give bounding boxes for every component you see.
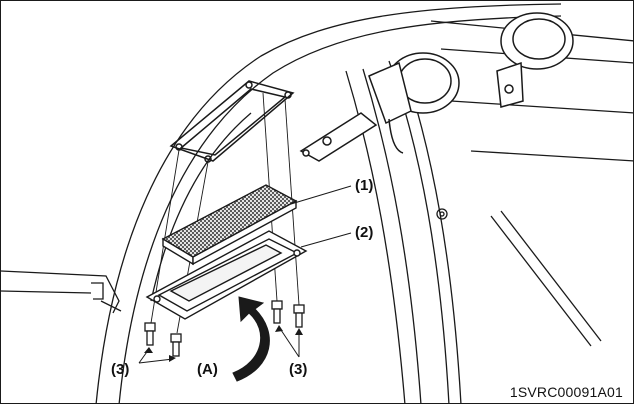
leader-lines bbox=[138, 185, 352, 364]
screw-icon-left-2 bbox=[170, 333, 182, 357]
callout-3-left-label: (3) bbox=[111, 361, 129, 378]
figure-id: 1SVRC00091A01 bbox=[510, 384, 623, 400]
rotation-arrow-icon bbox=[232, 296, 270, 382]
callout-a-label: (A) bbox=[197, 361, 218, 378]
screw-icon-right-1 bbox=[271, 300, 283, 324]
screw-icon-left-1 bbox=[144, 322, 156, 346]
filter-cover bbox=[145, 230, 308, 320]
callout-3-right-label: (3) bbox=[289, 361, 307, 378]
work-light-right bbox=[496, 12, 574, 108]
work-light-left bbox=[299, 52, 460, 162]
air-filter-element bbox=[161, 184, 298, 266]
screw-icon-right-2 bbox=[293, 304, 305, 328]
callout-2-label: (2) bbox=[355, 224, 373, 241]
filter-housing-opening bbox=[169, 80, 295, 163]
callout-1-label: (1) bbox=[355, 177, 373, 194]
leader-arrowheads bbox=[144, 325, 303, 362]
